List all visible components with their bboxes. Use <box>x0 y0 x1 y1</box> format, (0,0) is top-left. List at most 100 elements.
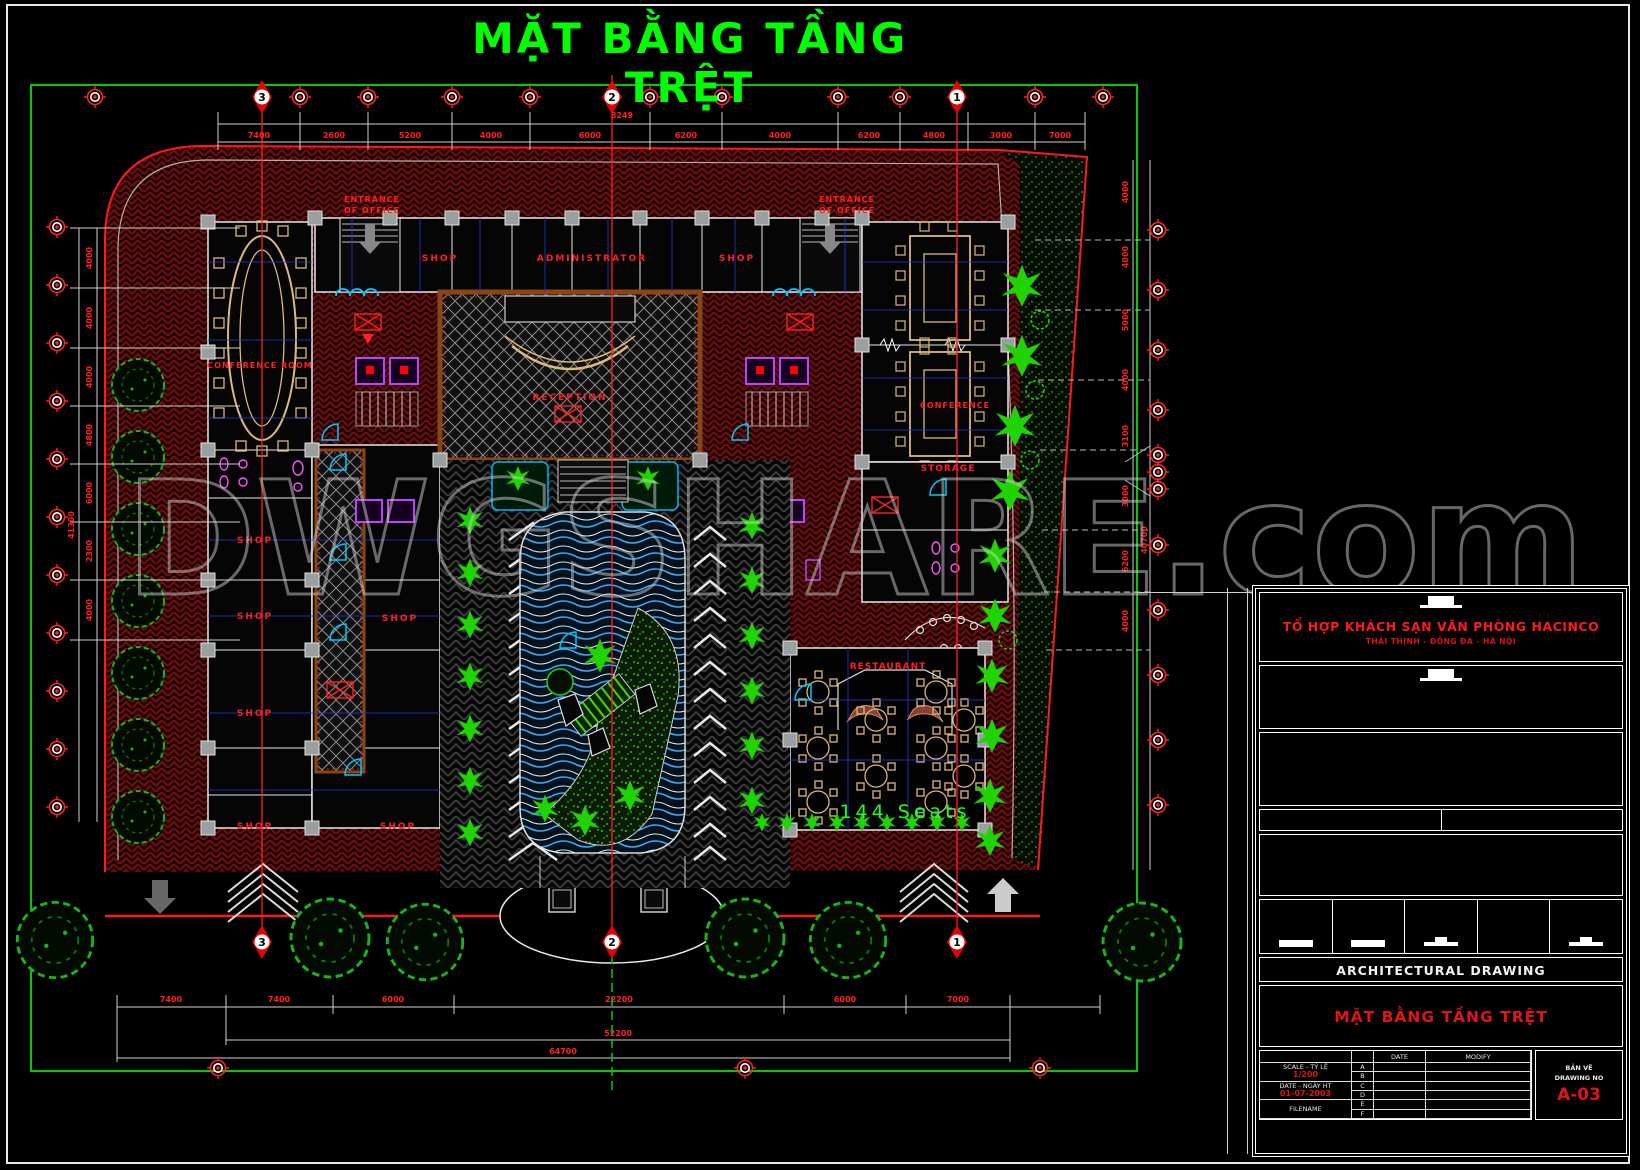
label-shop-8: SHOP <box>380 822 416 832</box>
split-cell-1 <box>1260 810 1442 830</box>
rev-corner <box>1260 1051 1352 1063</box>
rev-d-date <box>1374 1090 1426 1101</box>
dimensions-top: 7400 2600 5200 4000 6000 6200 4000 6200 … <box>217 111 1086 150</box>
plan-viewport-frame <box>30 84 1138 1072</box>
sig-cell-2 <box>1333 900 1406 953</box>
title-block-empty-2 <box>1259 834 1623 896</box>
stamp-logo <box>1420 669 1462 681</box>
rev-col-date: DATE <box>1374 1051 1426 1063</box>
label-seats: 144 Seats <box>839 801 970 823</box>
rev-f-modify <box>1426 1109 1531 1119</box>
titleblock-left-rule-1 <box>1227 588 1228 1154</box>
dimensions-right: 4000 4000 5000 4000 3100 3000 6200 4000 … <box>1035 160 1151 870</box>
label-storage: STORAGE <box>921 464 976 474</box>
title-block-stamp-1 <box>1259 665 1623 729</box>
drawing-type: ARCHITECTURAL DRAWING <box>1259 957 1623 982</box>
dim-right-7: 4000 <box>1121 609 1130 632</box>
company-logo <box>1420 596 1462 608</box>
rev-row-e: E <box>1352 1100 1374 1110</box>
sig-cell-4 <box>1478 900 1551 953</box>
dim-top-1: 2600 <box>323 131 346 140</box>
rocks <box>557 683 658 757</box>
dim-top-6: 4000 <box>769 131 792 140</box>
dim-right-total: 40700 <box>1140 526 1149 554</box>
label-entrance-right-2: OF OFFICE <box>819 206 875 215</box>
label-shop-7: SHOP <box>382 614 418 624</box>
dim-right-2: 5000 <box>1121 308 1130 331</box>
dim-left-5: 2300 <box>85 539 94 562</box>
wc-fixtures-right <box>931 541 960 575</box>
dim-left-1: 4000 <box>85 306 94 329</box>
grid-markers: 3 2 1 3 2 1 <box>252 75 967 1090</box>
dim-bottom-5: 7000 <box>947 995 970 1004</box>
dim-top-0: 7400 <box>248 131 271 140</box>
title-block-header: TỔ HỢP KHÁCH SẠN VĂN PHÒNG HACINCO THÁI … <box>1259 592 1623 662</box>
restaurant <box>789 647 986 831</box>
dimensions-bottom: 7400 7400 6000 22200 6000 7000 52200 647… <box>116 995 1101 1062</box>
dim-right-3: 4000 <box>1121 368 1130 391</box>
grid-bubble-top-3: 3 <box>258 91 266 104</box>
dim-top-7: 6200 <box>858 131 881 140</box>
dim-left-0: 4000 <box>85 246 94 269</box>
label-administrator: ADMINISTRATOR <box>537 254 647 264</box>
building <box>207 217 1009 831</box>
rev-b-date <box>1374 1072 1426 1082</box>
label-shop-5: SHOP <box>237 709 273 719</box>
rev-row-c: C <box>1352 1081 1374 1091</box>
sig-cell-1 <box>1260 900 1333 953</box>
sheet-border <box>6 4 1630 1164</box>
rev-e-modify <box>1426 1100 1531 1110</box>
revision-area: DATE MODIFY SCALE - TỶ LỆ 1/200 A B DATE… <box>1259 1050 1623 1120</box>
dim-top-8: 4800 <box>923 131 946 140</box>
dim-left-total: 41300 <box>67 511 76 539</box>
rev-f-date <box>1374 1109 1426 1119</box>
grid-bubble-top-1: 1 <box>953 91 961 104</box>
dim-left-4: 6000 <box>85 481 94 504</box>
grid-bubble-bottom-1: 1 <box>953 936 961 949</box>
split-cell-2 <box>1442 810 1623 830</box>
exit-symbols <box>326 313 899 699</box>
label-entrance-left-2: OF OFFICE <box>344 206 400 215</box>
dim-top-10: 7000 <box>1049 131 1072 140</box>
filename-cell: FILENAME <box>1260 1100 1352 1119</box>
dim-left-6: 4000 <box>85 598 94 621</box>
project-title: TỔ HỢP KHÁCH SẠN VĂN PHÒNG HACINCO <box>1282 619 1600 634</box>
rev-col-modify: MODIFY <box>1426 1051 1531 1063</box>
label-reception: RECEPTION <box>532 393 607 403</box>
label-shop-1: SHOP <box>422 254 458 264</box>
title-block-split-row <box>1259 809 1623 831</box>
dim-top-5: 6200 <box>675 131 698 140</box>
title-block: TỔ HỢP KHÁCH SẠN VĂN PHÒNG HACINCO THÁI … <box>1255 588 1627 1154</box>
drawing-no-label-en: DRAWING NO <box>1554 1074 1604 1082</box>
rev-a-modify <box>1426 1063 1531 1073</box>
rev-row-f: F <box>1352 1109 1374 1119</box>
drawing-no-label-vn: BẢN VẼ <box>1565 1064 1593 1073</box>
dim-right-5: 3000 <box>1121 484 1130 507</box>
sig-cell-3 <box>1405 900 1478 953</box>
dimensions-left: 4000 4000 4000 4800 6000 2300 4000 41300 <box>67 227 240 822</box>
bridge <box>564 673 636 737</box>
doors <box>321 288 947 776</box>
drawing-number: A-03 <box>1557 1084 1601 1105</box>
drawing-title: MẶT BẰNG TẦNG TRỆT <box>1259 985 1623 1047</box>
grid-bubble-bottom-2: 2 <box>608 936 616 949</box>
blue-grid-lines <box>208 218 1008 830</box>
label-entrance-right-1: ENTRANCE <box>819 195 875 204</box>
label-conference: CONFERENCE <box>920 401 990 410</box>
titleblock-left-rule-2 <box>1247 588 1248 1154</box>
project-location: THÁI THỊNH - ĐỐNG ĐA - HÀ NỘI <box>1365 637 1517 646</box>
grid-bubble-top-2: 2 <box>608 91 616 104</box>
label-conference-room: CONFERENCE ROOM <box>207 361 312 370</box>
rev-c-modify <box>1426 1081 1531 1091</box>
rev-d-modify <box>1426 1090 1531 1101</box>
dim-right-1: 4000 <box>1121 245 1130 268</box>
rev-row-a: A <box>1352 1063 1374 1073</box>
rev-a-date <box>1374 1063 1426 1073</box>
dim-bottom-4: 6000 <box>834 995 857 1004</box>
dim-top-9: 3000 <box>990 131 1013 140</box>
lobby <box>437 289 703 463</box>
room-labels: ENTRANCE OF OFFICE ENTRANCE OF OFFICE SH… <box>207 195 990 832</box>
label-shop-2: SHOP <box>719 254 755 264</box>
dim-right-6: 6200 <box>1121 549 1130 572</box>
dim-bottom-overall: 64700 <box>549 1047 577 1056</box>
